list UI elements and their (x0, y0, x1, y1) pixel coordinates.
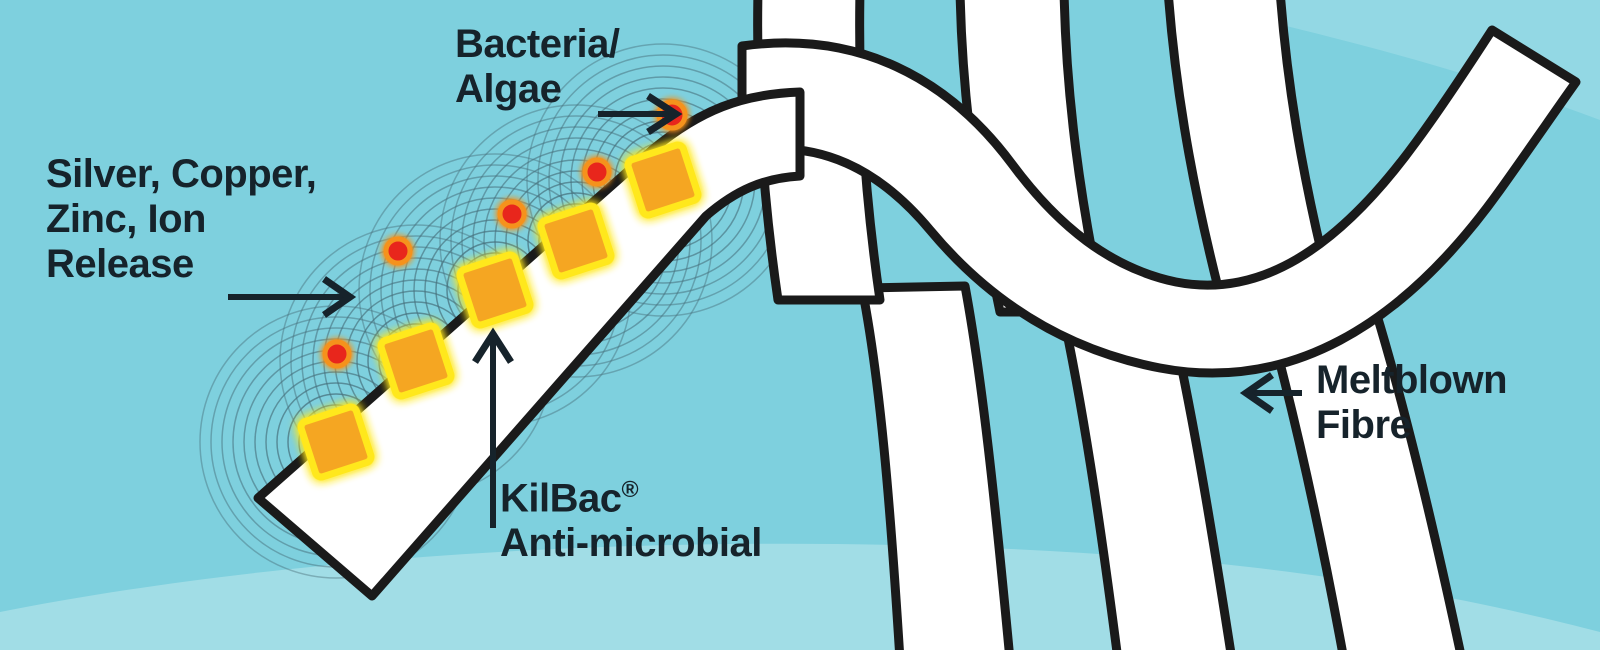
ion-square-4 (537, 202, 615, 280)
label-kilbac-name: KilBac (500, 476, 622, 521)
meltblown-fiber-lower-2 (1055, 291, 1235, 650)
microbe-dot-1 (322, 339, 352, 369)
arrow-kilbac (472, 327, 514, 528)
label-bacteria-algae: Bacteria/ Algae (455, 22, 620, 111)
arrow-meltblown (1239, 372, 1302, 414)
ion-square-5 (624, 141, 702, 219)
meltblown-fiber-lower-1 (857, 281, 1014, 650)
antimicrobial-fiber (253, 87, 805, 601)
ion-square-2 (377, 322, 455, 400)
meltblown-fiber-horizontal (737, 25, 1581, 378)
label-ion-release: Silver, Copper, Zinc, Ion Release (46, 152, 317, 286)
microbe-dot-2 (383, 236, 413, 266)
ion-square-1 (297, 403, 375, 481)
ion-square-group (297, 141, 702, 481)
microbe-dot-4 (582, 157, 612, 187)
arrow-bacteria-algae (598, 93, 683, 135)
meltblown-fiber-lower-3 (1263, 307, 1465, 650)
ripple-ring (439, 104, 713, 378)
label-kilbac: KilBac® Anti-microbial (500, 476, 762, 566)
ion-square-3 (456, 251, 534, 329)
label-kilbac-sub: Anti-microbial (500, 521, 762, 566)
label-meltblown-fibre: Meltblown Fibre (1316, 358, 1508, 447)
registered-trademark-icon: ® (621, 476, 639, 502)
arrow-ion-release (228, 276, 357, 318)
microbe-dot-3 (497, 199, 527, 229)
